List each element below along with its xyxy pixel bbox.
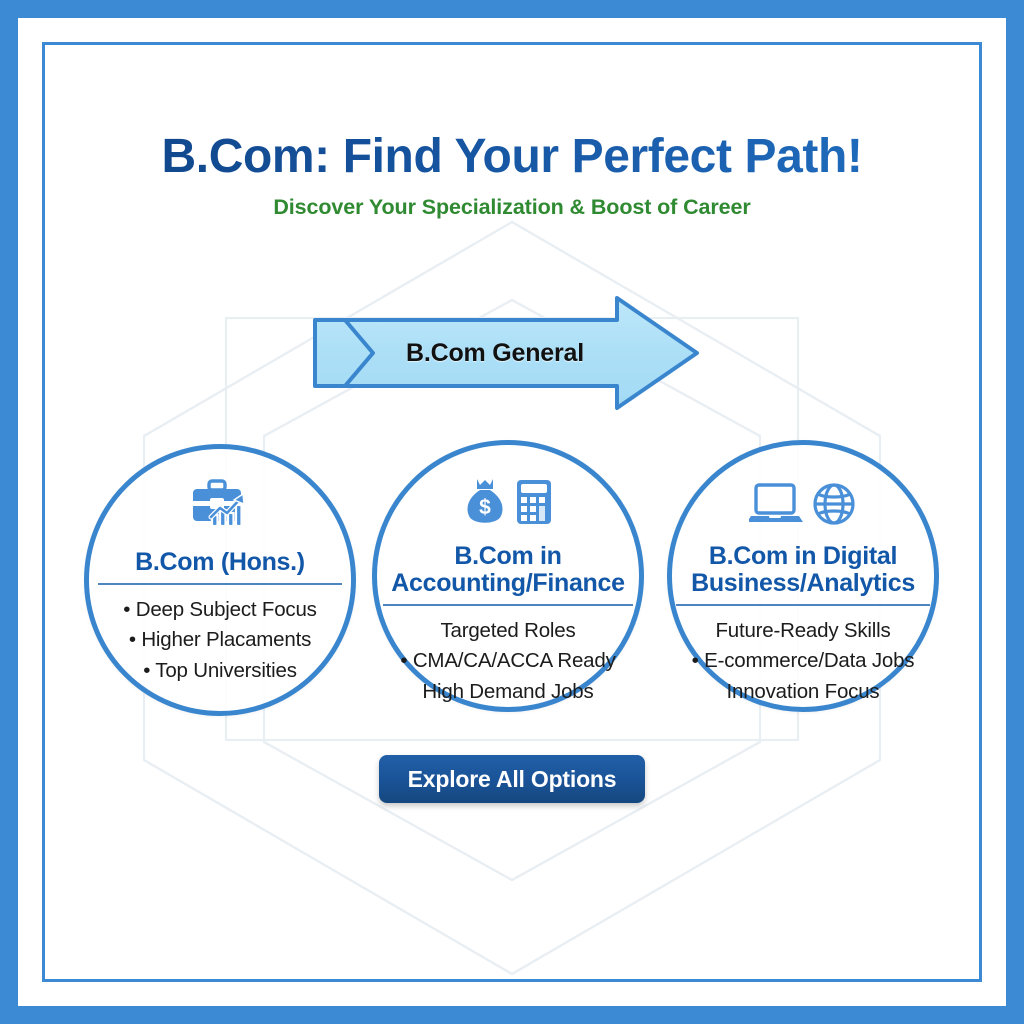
explore-all-options-button[interactable]: Explore All Options <box>379 755 645 803</box>
list-item: Innovation Focus <box>726 679 880 703</box>
card-icons: $ <box>463 477 553 527</box>
card-divider <box>98 583 342 585</box>
list-item: Targeted Roles <box>440 619 576 642</box>
card-title: B.Com in Digital Business/Analytics <box>667 543 939 597</box>
laptop-icon <box>749 483 803 523</box>
banner-arrow: B.Com General <box>311 294 701 412</box>
list-item: • CMA/CA/ACCA Ready <box>400 649 616 673</box>
card-divider <box>383 604 633 606</box>
card-title-line-1: B.Com in <box>454 542 562 570</box>
briefcase-growth-chart-icon <box>193 479 245 528</box>
page-title: B.Com: Find Your Perfect Path! <box>0 129 1024 184</box>
list-item: Future-Ready Skills <box>715 619 891 643</box>
money-bag-icon: $ <box>467 479 503 523</box>
list-item: • Higher Placaments <box>128 628 312 652</box>
card-icons <box>749 479 857 527</box>
globe-icon <box>813 483 855 525</box>
card-bullets: • Deep Subject Focus • Higher Placaments… <box>123 595 317 686</box>
card-divider <box>676 604 930 607</box>
card-bullets: Future-Ready Skills • E-commerce/Data Jo… <box>692 616 915 707</box>
arrow-shape <box>313 296 699 410</box>
card-title: B.Com (Hons.) <box>135 548 305 576</box>
page-subtitle: Discover Your Specialization & Boost of … <box>273 195 751 219</box>
card-title: B.Com in Accounting/Finance <box>374 543 642 597</box>
banner-label: B.Com General <box>405 338 584 367</box>
list-item: High Demand Jobs <box>422 679 594 703</box>
list-item: • Top Universities <box>143 658 297 682</box>
card-bcom-digital-business-analytics[interactable]: B.Com in Digital Business/Analytics Futu… <box>667 440 939 712</box>
card-bullets: Targeted Roles • CMA/CA/ACCA Ready High … <box>400 616 615 707</box>
card-icons <box>189 479 251 529</box>
list-item: • E-commerce/Data Jobs <box>691 649 915 673</box>
calculator-icon <box>517 480 551 524</box>
card-title-line-2: Business/Analytics <box>691 569 915 598</box>
list-item: • Deep Subject Focus <box>123 598 317 621</box>
svg-text:$: $ <box>479 496 491 519</box>
card-bcom-hons[interactable]: B.Com (Hons.) • Deep Subject Focus • Hig… <box>84 444 356 716</box>
card-bcom-accounting-finance[interactable]: $ B.C <box>372 440 644 712</box>
card-title-line-1: B.Com in Digital <box>708 542 898 571</box>
card-title-line-2: Accounting/Finance <box>391 569 625 597</box>
